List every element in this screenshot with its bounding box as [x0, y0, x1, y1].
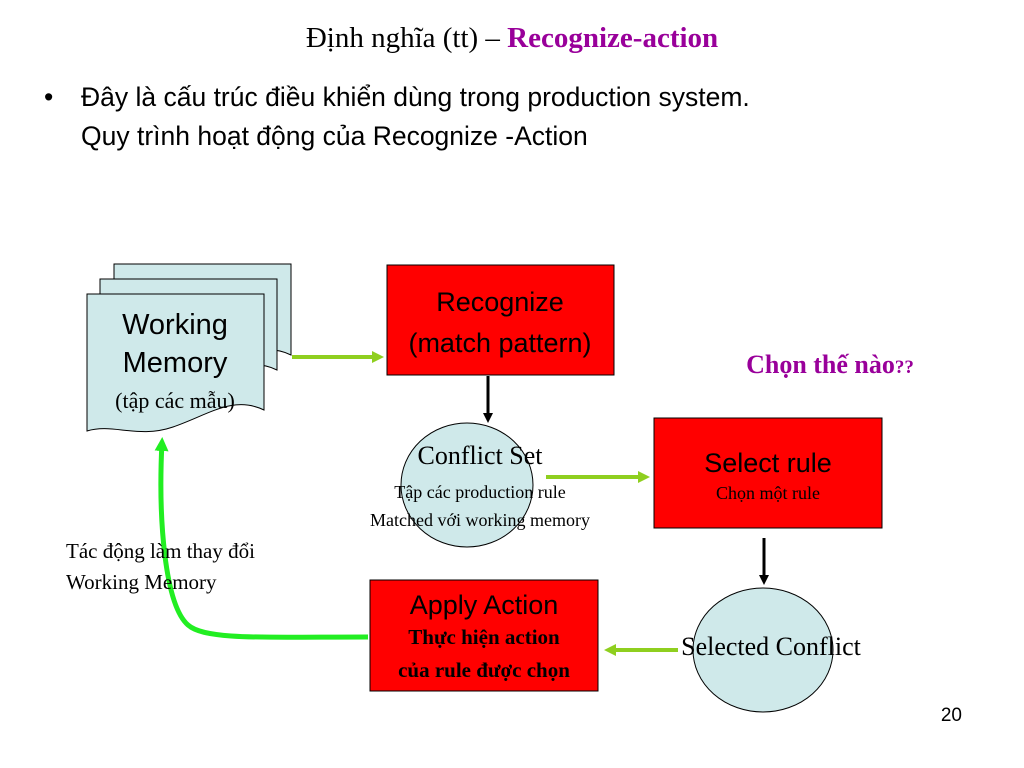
arrow-apply-to-memory [154, 437, 369, 640]
apply-action-node: Apply Action Thực hiện action của rule đ… [369, 579, 599, 692]
question-text: Chọn thế nào [746, 350, 895, 379]
recognize-label: Recognize [436, 287, 564, 317]
question-annotation: Chọn thế nào?? [746, 350, 914, 379]
page-number: 20 [940, 705, 962, 726]
select-rule-box [653, 417, 883, 529]
title-prefix: Định nghĩa (tt) – [305, 22, 508, 54]
question-marks: ?? [895, 357, 914, 378]
selected-conflict-node: Selected Conflict [681, 587, 862, 713]
working-memory-sub: (tập các mẫu) [115, 388, 235, 413]
apply-action-title: Apply Action [410, 590, 559, 620]
document-front [86, 293, 265, 433]
bullet-dot: • [44, 82, 54, 112]
recognize-node: Recognize (match pattern) [386, 264, 615, 376]
working-memory-node: Working Memory (tập các mẫu) [86, 263, 292, 433]
recognize-sub: (match pattern) [408, 328, 591, 358]
title-accent: Recognize-action [507, 22, 719, 54]
recognize-box [386, 264, 615, 376]
bullet-line-2: Quy trình hoạt động của Recognize -Actio… [81, 121, 588, 151]
working-memory-label-1: Working [122, 309, 228, 341]
feedback-annotation-1: Tác động làm thay đổi [66, 539, 255, 563]
select-rule-node: Select rule Chọn một rule [653, 417, 883, 529]
apply-action-box [369, 579, 599, 692]
conflict-set-ellipse [400, 422, 534, 548]
conflict-set-sub-1: Tập các production rule [394, 482, 565, 502]
select-rule-title: Select rule [704, 448, 832, 478]
conflict-set-sub-2: Matched với working memory [370, 510, 590, 530]
working-memory-label-2: Memory [123, 347, 228, 379]
selected-conflict-title: Selected Conflict [681, 632, 862, 661]
selected-conflict-ellipse [692, 587, 834, 713]
select-rule-sub: Chọn một rule [716, 483, 820, 503]
bullet-line-1: Đây là cấu trúc điều khiển dùng trong pr… [81, 82, 750, 112]
apply-action-sub-2: của rule được chọn [398, 658, 570, 682]
bullet-text: Đây là cấu trúc điều khiển dùng trong pr… [81, 78, 1001, 156]
slide-title: Định nghĩa (tt) – Recognize-action [0, 22, 1024, 55]
conflict-set-title: Conflict Set [418, 441, 544, 470]
conflict-set-node: Conflict Set Tập các production rule Mat… [370, 422, 590, 548]
apply-action-sub-1: Thực hiện action [408, 625, 560, 649]
feedback-annotation-2: Working Memory [66, 570, 217, 594]
